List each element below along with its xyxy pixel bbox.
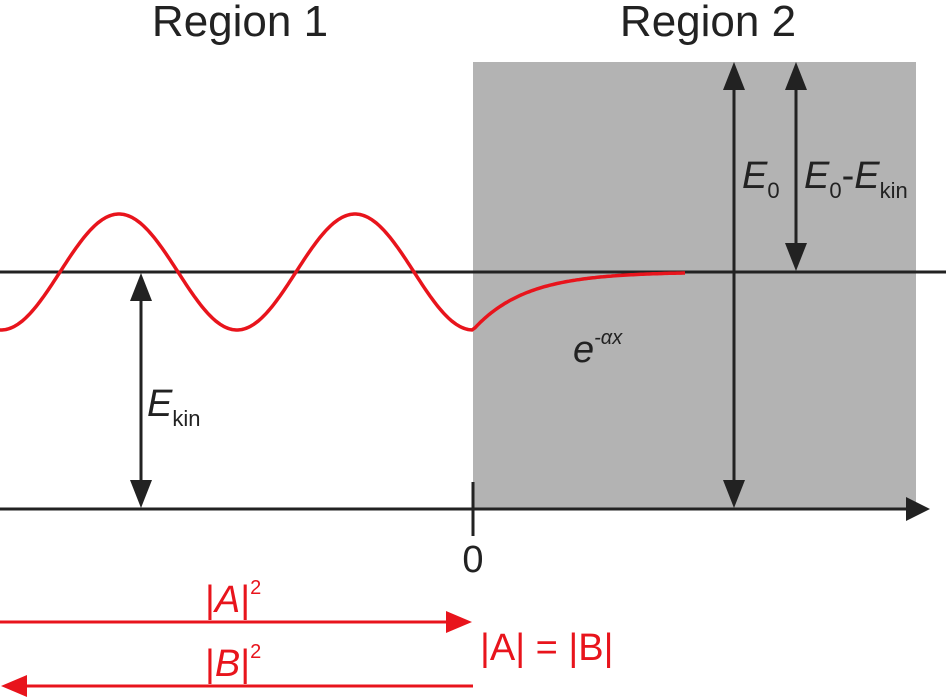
e0-minus-ekin-arrowhead-top [785, 62, 807, 90]
ekin-arrowhead-top [130, 273, 152, 301]
region-2-title: Region 2 [620, 0, 796, 46]
decay-label: e-αx [573, 327, 623, 371]
reflected-amplitude-label: |B|2 [205, 641, 261, 685]
amplitude-equality-label: |A| = |B| [480, 627, 613, 669]
e0-minus-ekin-arrowhead-bottom [785, 243, 807, 271]
e0-arrowhead-bottom [723, 480, 745, 508]
ekin-arrowhead-bottom [130, 480, 152, 508]
wave-function-curve [0, 212, 685, 332]
e0-arrowhead-top [723, 62, 745, 90]
ekin-label: Ekin [147, 383, 200, 431]
e0-minus-ekin-label: E0-Ekin [804, 155, 908, 203]
reflected-arrowhead [1, 675, 27, 697]
origin-label: 0 [462, 539, 483, 581]
x-axis-arrowhead [906, 497, 930, 521]
region-1-title: Region 1 [152, 0, 328, 46]
incident-amplitude-label: |A|2 [205, 577, 261, 621]
e0-label: E0 [742, 155, 780, 203]
barrier-region [473, 62, 916, 509]
incident-arrowhead [446, 611, 472, 633]
